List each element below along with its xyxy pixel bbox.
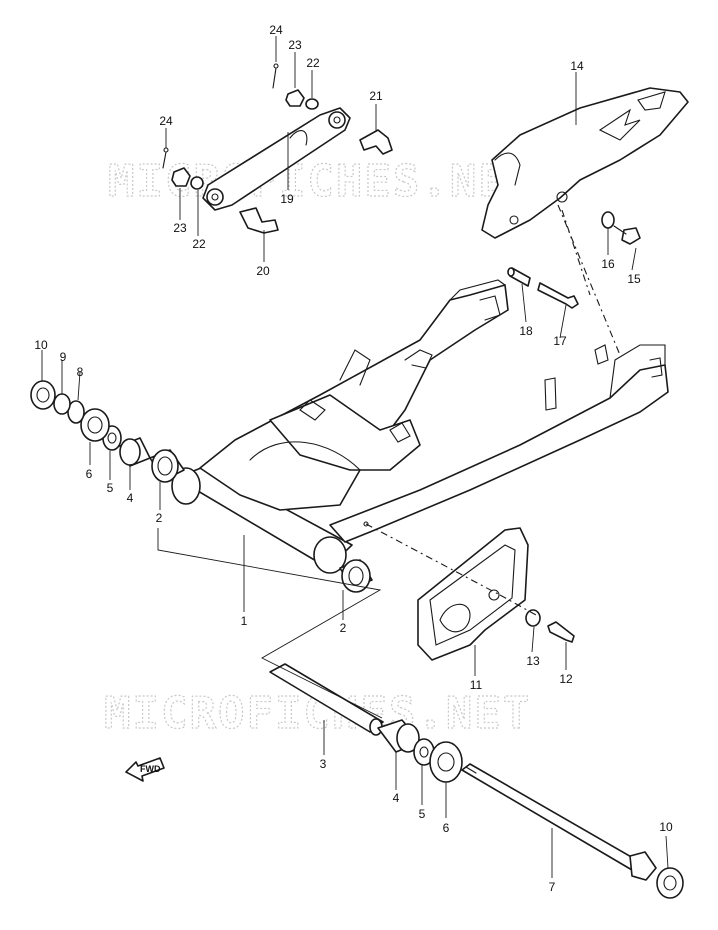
part-10-nut-left (30, 380, 56, 410)
part-12-bolt (547, 621, 575, 643)
callouts: 14 15 16 17 18 19 20 21 22 23 24 24 23 2… (34, 23, 673, 894)
part-2-bearing-left (149, 449, 185, 483)
callout-8: 8 (77, 365, 84, 379)
part-2-bearing-right (339, 559, 373, 593)
part-22-washer-upper (305, 98, 319, 110)
callout-17: 17 (553, 334, 567, 348)
part-7-axle (461, 763, 657, 881)
part-19-link (202, 107, 351, 211)
part-23-nut-upper (285, 89, 305, 107)
part-15-bolt (613, 225, 641, 245)
callout-3: 3 (320, 757, 327, 771)
callout-22-upper: 22 (306, 56, 320, 70)
part-11-chain-guard (417, 527, 529, 661)
callout-1: 1 (241, 614, 248, 628)
part-4-collar-lower (377, 719, 421, 753)
callout-15: 15 (627, 272, 641, 286)
callout-22-lower: 22 (192, 237, 206, 251)
part-20-bolt (239, 207, 279, 234)
callout-2-right: 2 (340, 621, 347, 635)
callout-9: 9 (60, 350, 67, 364)
callout-7: 7 (549, 880, 556, 894)
callout-5-left: 5 (107, 481, 114, 495)
callout-6-left: 6 (86, 467, 93, 481)
callout-20: 20 (256, 264, 270, 278)
part-9-spacer-left (53, 393, 71, 415)
part-17-bolt (537, 282, 579, 309)
callout-19: 19 (280, 192, 294, 206)
callout-23-upper: 23 (288, 38, 302, 52)
part-16-washer (601, 211, 615, 229)
fwd-label: FWD (140, 764, 161, 774)
callout-11: 11 (470, 678, 483, 692)
part-6-seal-left (80, 408, 110, 442)
part-23-nut-lower (171, 167, 191, 187)
part-18-pin (507, 267, 531, 287)
part-4-collar-left (119, 437, 151, 467)
fwd-arrow-icon: FWD (125, 757, 165, 782)
callout-23-lower: 23 (173, 221, 187, 235)
callout-2-left: 2 (156, 511, 163, 525)
callout-24-lower: 24 (159, 114, 173, 128)
part-22-washer-lower (190, 176, 204, 190)
callout-16: 16 (601, 257, 615, 271)
part-13-washer (525, 609, 541, 627)
callout-14: 14 (570, 59, 584, 73)
callout-18: 18 (519, 324, 533, 338)
callout-24-upper: 24 (269, 23, 283, 37)
leader-lines (41, 36, 669, 878)
callout-21: 21 (369, 89, 383, 103)
callout-10-left: 10 (34, 338, 48, 352)
part-14-chain-cover (481, 87, 689, 239)
part-21-bolt (359, 129, 393, 155)
part-24-cotter-pin-upper (272, 63, 279, 89)
assembly-lines (157, 204, 621, 719)
part-6-seal-lower (429, 741, 463, 783)
callout-4-lower: 4 (393, 791, 400, 805)
callout-13: 13 (526, 654, 540, 668)
callout-10-lower: 10 (659, 820, 673, 834)
part-8-washer-left (67, 400, 85, 424)
callout-4-left: 4 (127, 491, 134, 505)
part-10-nut-lower (656, 867, 684, 899)
part-1-swingarm (171, 279, 669, 574)
callout-6-lower: 6 (443, 821, 450, 835)
callout-12: 12 (559, 672, 573, 686)
callout-5-lower: 5 (419, 807, 426, 821)
